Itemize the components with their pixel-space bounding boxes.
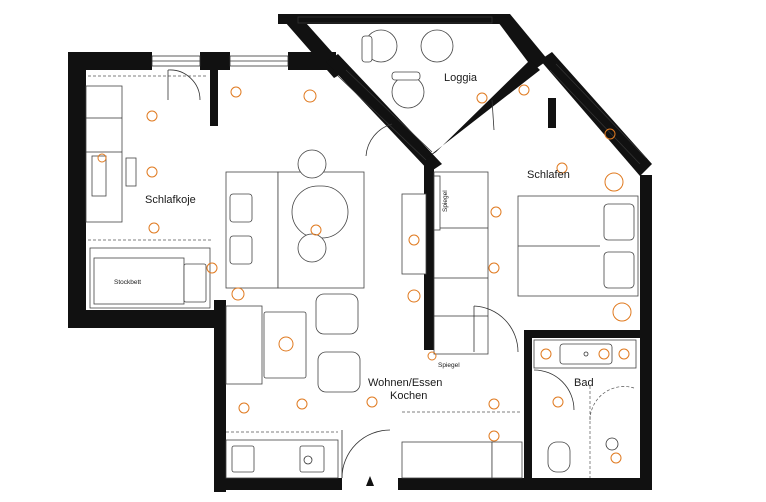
- loggia-furniture: [361, 29, 454, 109]
- room-label-schlafkoje: Schlafkoje: [145, 194, 196, 206]
- socket-icon: [97, 86, 630, 361]
- electrical-symbols: [97, 84, 630, 464]
- label-spiegel-door: Spiegel: [438, 362, 460, 369]
- walls: [68, 14, 652, 492]
- room-label-bad: Bad: [574, 377, 594, 389]
- wohnen-furniture: [225, 123, 523, 486]
- schlafkoje-furniture: [85, 69, 212, 309]
- ceiling-light-icon: [146, 84, 622, 464]
- label-spiegel-shelf: Spiegel: [442, 190, 449, 212]
- entry-arrow-icon: [366, 476, 374, 486]
- label-stockbett: Stockbett: [114, 279, 141, 286]
- room-labels: Loggia Schlafen Schlafkoje Wohnen/Essen …: [114, 72, 594, 402]
- room-label-wohnen: Wohnen/Essen: [368, 377, 442, 389]
- room-label-kochen: Kochen: [390, 390, 427, 402]
- room-label-schlafen: Schlafen: [527, 169, 570, 181]
- windows: [151, 16, 647, 165]
- schlafen-furniture: [491, 99, 639, 322]
- room-label-loggia: Loggia: [444, 72, 478, 84]
